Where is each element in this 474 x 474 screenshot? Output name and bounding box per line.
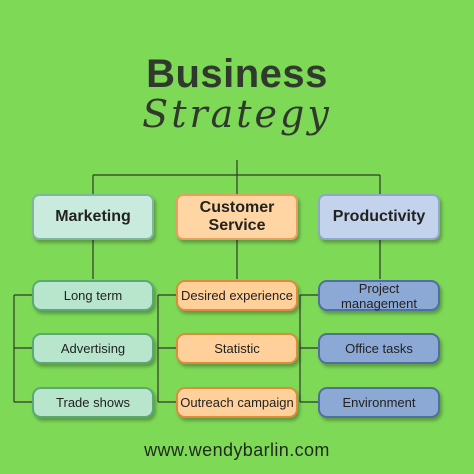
heading-customer-service: Customer Service xyxy=(176,194,298,240)
item-project-management: Project management xyxy=(318,280,440,311)
item-office-tasks: Office tasks xyxy=(318,333,440,364)
item-environment: Environment xyxy=(318,387,440,418)
website-url: www.wendybarlin.com xyxy=(144,440,330,460)
item-outreach-campaign: Outreach campaign xyxy=(176,387,298,418)
item-statistic: Statistic xyxy=(176,333,298,364)
diagram-title: Business xyxy=(146,52,328,96)
item-trade-shows: Trade shows xyxy=(32,387,154,418)
diagram-subtitle: Strategy xyxy=(142,92,332,136)
heading-marketing: Marketing xyxy=(32,194,154,240)
item-advertising: Advertising xyxy=(32,333,154,364)
heading-productivity: Productivity xyxy=(318,194,440,240)
item-desired-experience: Desired experience xyxy=(176,280,298,311)
item-long-term: Long term xyxy=(32,280,154,311)
